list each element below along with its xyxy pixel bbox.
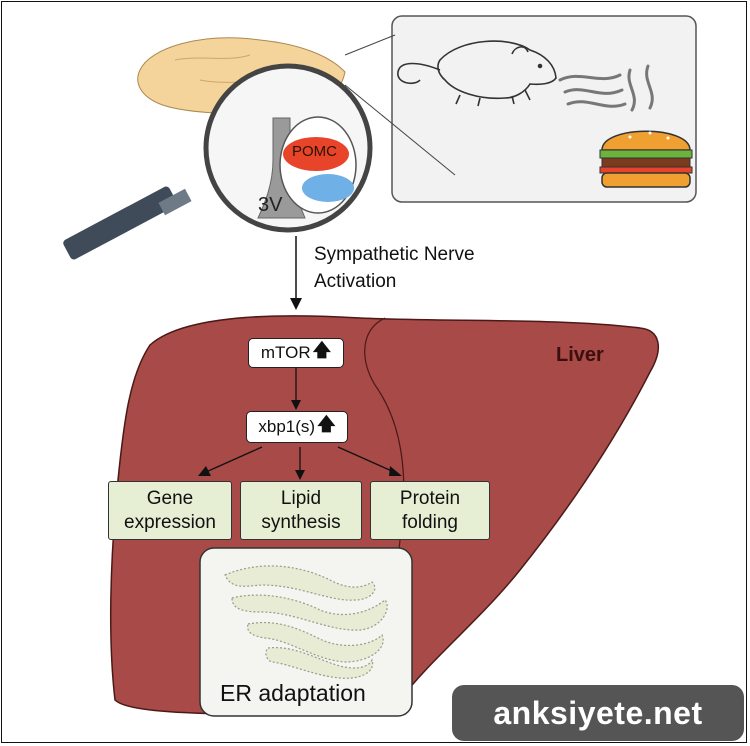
arrow-to-protein-folding-head [389,466,402,476]
pathway-label-line1: Sympathetic Nerve [314,244,475,265]
sympathetic-arrow-head [290,298,302,310]
zoom-line-bottom [344,84,456,176]
xbp1-box: xbp1(s)🡅 [246,411,348,443]
endoplasmic-reticulum-icon [224,565,388,679]
arrow-to-gene-expression-head [198,466,211,476]
mtor-box: mTOR🡅 [248,338,344,368]
pomc-label: POMC [292,143,337,160]
protein-folding-box: Protein folding [370,481,490,540]
mtor-label: mTOR [260,343,311,362]
zoom-line-top [344,34,396,56]
up-arrow-icon: 🡅 [312,340,332,360]
arrow-to-lipid-synthesis-head [295,470,305,480]
xbp1-label: xbp1(s) [258,417,316,436]
lipid-synthesis-box: Lipid synthesis [240,481,362,540]
pomc-neuron-cluster [283,137,349,171]
smell-lines [558,64,654,112]
agrp-neuron-cluster [302,174,354,202]
third-ventricle-label: 3V [258,194,283,216]
arrow-to-protein-folding [337,446,395,473]
er-adaptation-label: ER adaptation [220,680,366,706]
mouse-icon [397,40,557,107]
arrow-to-gene-expression [205,446,263,473]
watermark: anksiyete.net [452,685,744,741]
burger-icon [599,130,693,188]
organ-label: Liver [556,344,604,366]
up-arrow-icon: 🡅 [317,414,336,434]
pathway-label-line2: Activation [314,271,397,292]
gene-expression-box: Gene expression [108,481,232,540]
mtor-xbp1-arrow-head [291,400,301,410]
